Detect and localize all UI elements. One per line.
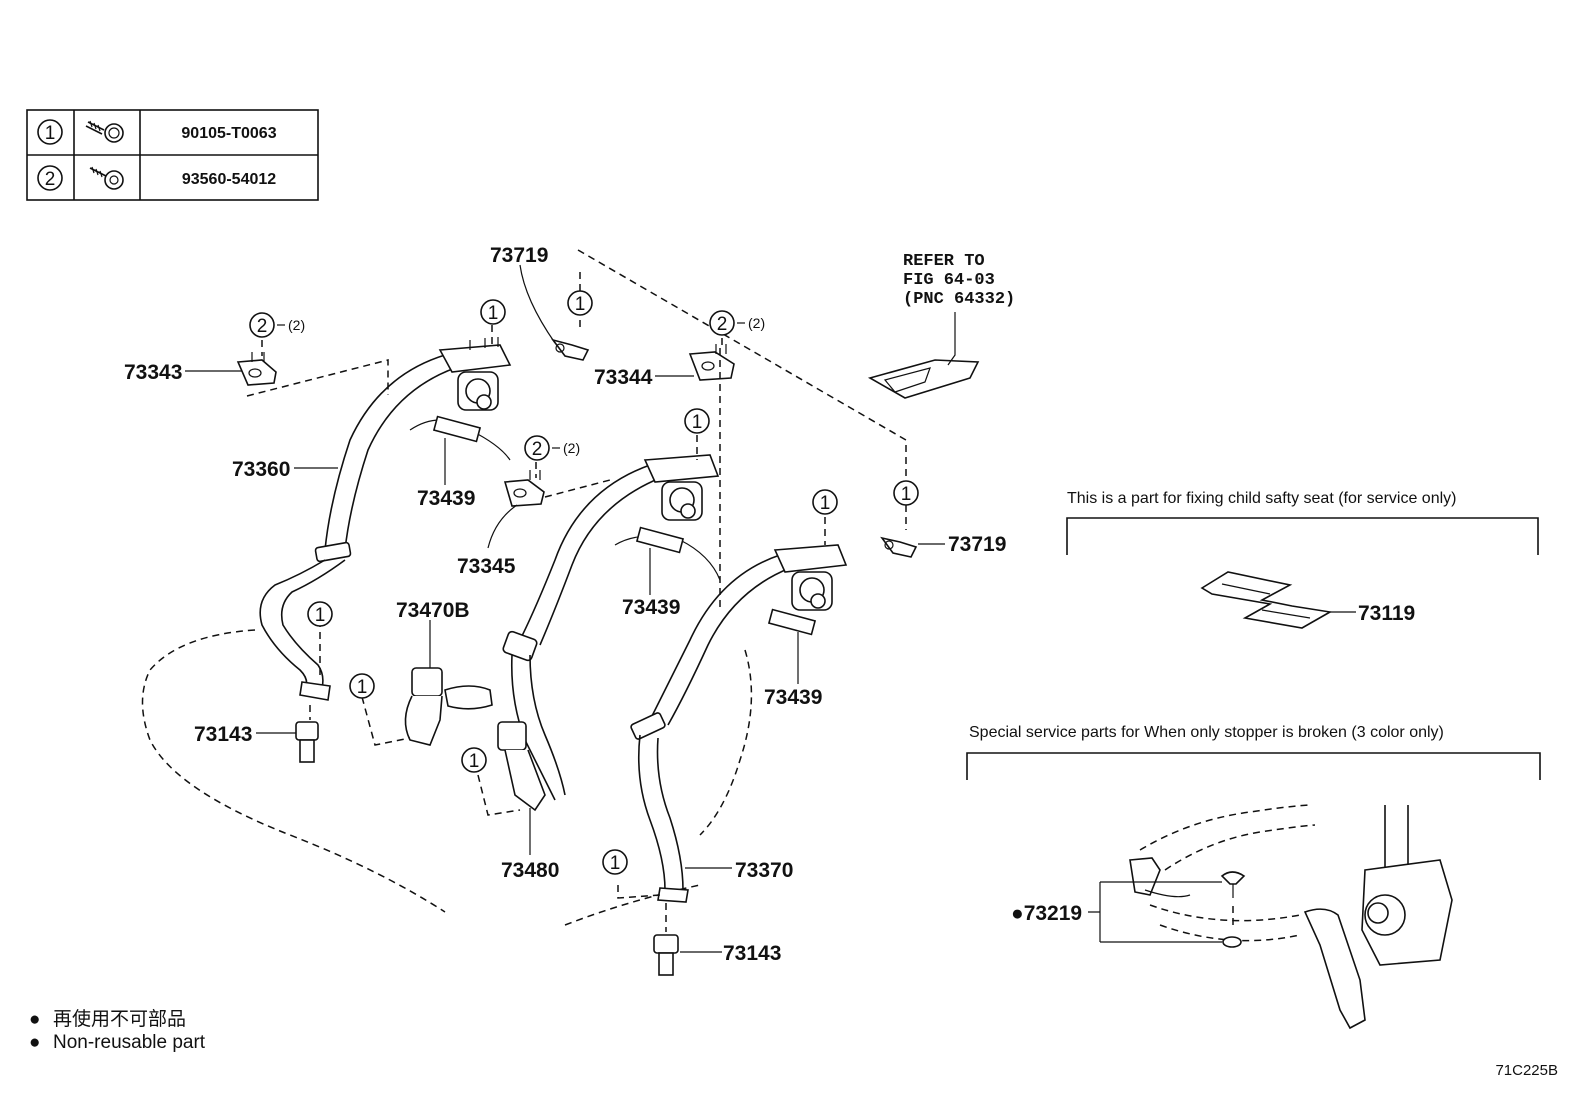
fastener-table: 1 90105-T0063 2 93560-54012 xyxy=(26,109,319,201)
svg-text:1: 1 xyxy=(610,853,621,874)
nut-73719 xyxy=(550,338,590,361)
svg-text:2: 2 xyxy=(717,314,728,335)
label-73719: 73719 xyxy=(948,533,1006,556)
stopper-73219 xyxy=(1220,871,1246,948)
tray-64332 xyxy=(867,359,980,399)
callout-1: 1 xyxy=(812,489,838,515)
legend-japanese: 再使用不可部品 xyxy=(53,1008,186,1030)
cover-73439 xyxy=(635,526,685,554)
svg-text:(PNC 64332): (PNC 64332) xyxy=(903,290,1015,309)
svg-text:1: 1 xyxy=(820,493,831,514)
bolt-icon xyxy=(85,120,124,143)
dashed-leaders xyxy=(246,249,907,932)
retractor xyxy=(643,454,720,521)
buckle-73470b xyxy=(404,667,493,746)
callout-1: 1 xyxy=(349,673,375,699)
legend-marker: ● xyxy=(29,1032,40,1053)
part-number: 93560-54012 xyxy=(182,171,276,188)
table-row: 1 90105-T0063 xyxy=(37,119,277,145)
table-ref: 2 xyxy=(45,169,56,190)
seat-belt-center xyxy=(502,454,720,801)
label-73370: 73370 xyxy=(735,859,793,882)
svg-text:1: 1 xyxy=(469,751,480,772)
callout-1: 1 xyxy=(480,299,506,325)
child-seat-panel: This is a part for fixing child safty se… xyxy=(1066,490,1539,629)
callout-1: 1 xyxy=(307,601,333,627)
nut-73719 xyxy=(880,536,918,558)
label-73219: ●73219 xyxy=(1011,902,1082,925)
svg-text:FIG 64-03: FIG 64-03 xyxy=(903,271,995,290)
clip-73345 xyxy=(503,470,545,507)
legend-english: Non-reusable part xyxy=(53,1032,206,1053)
drawing-code: 71C225B xyxy=(1495,1062,1558,1079)
svg-text:1: 1 xyxy=(575,294,586,315)
svg-text:2: 2 xyxy=(257,316,268,337)
cover-73439 xyxy=(432,415,482,443)
child-seat-note: This is a part for fixing child safty se… xyxy=(1067,490,1456,507)
part-number: 90105-T0063 xyxy=(181,125,276,142)
legend-marker: ● xyxy=(29,1009,40,1030)
label-73343: 73343 xyxy=(124,361,182,384)
label-73439: 73439 xyxy=(622,596,680,619)
anchor-bolt-73143 xyxy=(295,721,319,763)
stopper-panel: Special service parts for When only stop… xyxy=(966,724,1541,1030)
svg-text:1: 1 xyxy=(315,605,326,626)
seat-belt-73370 xyxy=(630,544,848,903)
buckle-73480 xyxy=(497,721,546,812)
label-73143: 73143 xyxy=(723,942,781,965)
svg-text:2: 2 xyxy=(532,439,543,460)
callout-1: 1 xyxy=(602,849,628,875)
legend: ● 再使用不可部品 ● Non-reusable part xyxy=(29,1008,206,1053)
svg-text:1: 1 xyxy=(692,412,703,433)
svg-text:1: 1 xyxy=(488,303,499,324)
table-row: 2 93560-54012 xyxy=(37,165,276,191)
label-73344: 73344 xyxy=(594,366,653,389)
callout-1: 1 xyxy=(893,480,919,506)
svg-text:1: 1 xyxy=(901,484,912,505)
clip-73344 xyxy=(688,344,735,381)
callout-2: 2 (2) xyxy=(524,435,580,461)
label-73719: 73719 xyxy=(490,244,548,267)
svg-text:(2): (2) xyxy=(563,440,580,456)
stopper-note: Special service parts for When only stop… xyxy=(969,724,1444,741)
non-reusable-marker: ● xyxy=(1011,902,1024,925)
svg-text:1: 1 xyxy=(357,677,368,698)
table-ref: 1 xyxy=(45,123,56,144)
svg-text:(2): (2) xyxy=(288,317,305,333)
callout-1: 1 xyxy=(684,408,710,434)
label-73439: 73439 xyxy=(417,487,475,510)
seat-belt-73360 xyxy=(259,337,512,701)
callout-1: 1 xyxy=(461,747,487,773)
label-73480: 73480 xyxy=(501,859,559,882)
child-seat-bracket-73119 xyxy=(1200,571,1333,629)
callout-2: 2 (2) xyxy=(249,312,305,338)
svg-text:REFER TO: REFER TO xyxy=(903,252,985,271)
cover-73439 xyxy=(767,608,817,636)
belt-detail xyxy=(1129,804,1453,1030)
retractor xyxy=(773,544,848,611)
label-73470b: 73470B xyxy=(396,599,470,622)
refer-note: REFER TO FIG 64-03 (PNC 64332) xyxy=(903,252,1015,309)
label-73143: 73143 xyxy=(194,723,252,746)
callout-1: 1 xyxy=(567,290,593,316)
screw-icon xyxy=(89,166,124,190)
callout-2: 2 (2) xyxy=(709,310,765,336)
leader-lines xyxy=(185,264,956,953)
label-73360: 73360 xyxy=(232,458,290,481)
label-73439: 73439 xyxy=(764,686,822,709)
label-73345: 73345 xyxy=(457,555,516,578)
svg-text:(2): (2) xyxy=(748,315,765,331)
anchor-bolt-73143 xyxy=(653,934,679,976)
retractor xyxy=(438,337,512,411)
label-73119: 73119 xyxy=(1358,602,1415,625)
clip-73343 xyxy=(236,352,277,386)
